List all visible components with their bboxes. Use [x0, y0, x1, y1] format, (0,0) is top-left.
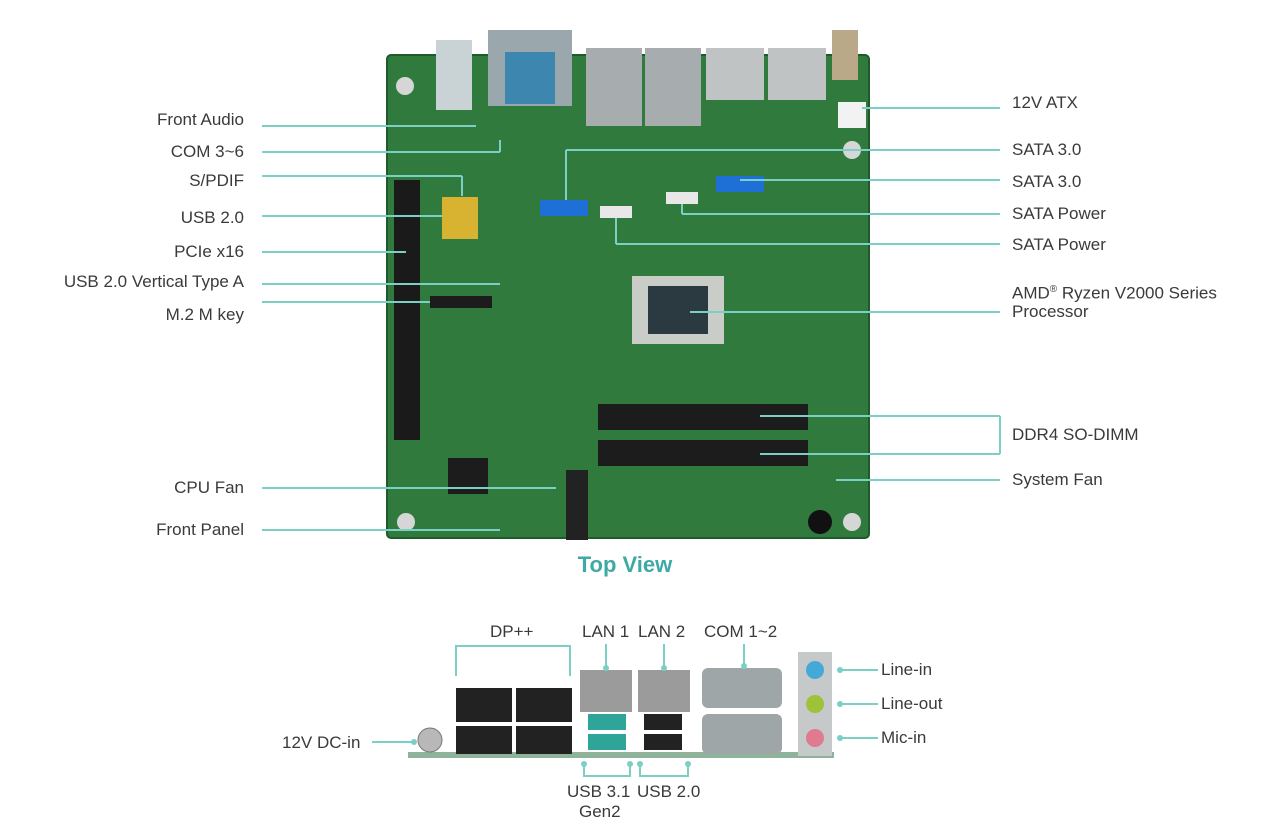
- label-pcie-x16: PCIe x16: [174, 242, 244, 261]
- com-port-1: [702, 668, 782, 708]
- dp-port-2: [456, 726, 512, 754]
- label-front-audio: Front Audio: [157, 110, 244, 129]
- label-lan1: LAN 1: [582, 622, 630, 641]
- pcie-slot: [394, 180, 420, 440]
- lan-port-2: [638, 670, 690, 712]
- label-mic-in: Mic-in: [881, 728, 927, 747]
- io-callout-lines: [372, 644, 878, 777]
- right-callout-lines: [565, 107, 1001, 481]
- label-system-fan: System Fan: [1012, 470, 1103, 489]
- label-com-3-6: COM 3~6: [170, 142, 244, 161]
- lan-port-top-2: [645, 48, 701, 126]
- dp-port-top-1: [706, 48, 764, 100]
- sata-connector-2: [716, 176, 764, 192]
- label-usb31-gen2: Gen2: [579, 802, 621, 821]
- line-in-jack: [806, 661, 824, 679]
- label-line-in: Line-in: [881, 660, 933, 679]
- cpu-die: [648, 286, 708, 334]
- label-spdif: S/PDIF: [189, 171, 244, 190]
- label-sata-3-b: SATA 3.0: [1012, 172, 1082, 191]
- buzzer: [808, 510, 832, 534]
- usb31-port-2: [588, 734, 626, 750]
- label-sata-3-a: SATA 3.0: [1012, 140, 1082, 159]
- mounting-hole: [397, 513, 415, 531]
- usb20-port-2: [644, 734, 682, 750]
- line-out-jack: [806, 695, 824, 713]
- dc-jack-top: [832, 30, 858, 80]
- label-lan2: LAN 2: [638, 622, 686, 641]
- label-dp: DP++: [490, 622, 534, 641]
- processor-name: Ryzen V2000 Series: [1061, 283, 1217, 303]
- label-processor-line2: Processor: [1012, 302, 1089, 321]
- label-ddr4: DDR4 SO-DIMM: [1012, 425, 1139, 444]
- label-12v-atx: 12V ATX: [1012, 93, 1078, 112]
- usb20-port-1: [644, 714, 682, 730]
- dc-jack: [417, 727, 443, 753]
- lan-port-1: [580, 670, 632, 712]
- dp-port-1: [456, 688, 512, 722]
- atx-12v-connector: [838, 102, 866, 128]
- dp-port-3: [516, 688, 572, 722]
- label-cpu-fan: CPU Fan: [174, 478, 244, 497]
- label-usb20: USB 2.0: [637, 782, 701, 801]
- label-m2: M.2 M key: [165, 305, 244, 324]
- label-dc-in: 12V DC-in: [282, 733, 361, 752]
- m2-slot: [430, 296, 492, 308]
- mic-in-jack: [806, 729, 824, 747]
- audio-jack-block: [436, 40, 472, 110]
- processor-brand: AMD: [1012, 283, 1050, 303]
- sata-power-2: [666, 192, 698, 204]
- mounting-hole: [396, 77, 414, 95]
- io-panel-base: [408, 752, 834, 758]
- sata-connector-1: [540, 200, 588, 216]
- processor-reg: ®: [1049, 284, 1058, 295]
- battery-connector: [566, 470, 588, 540]
- label-front-panel: Front Panel: [156, 520, 244, 539]
- label-sata-power-a: SATA Power: [1012, 204, 1106, 223]
- label-usb31: USB 3.1: [567, 782, 631, 801]
- label-sata-power-b: SATA Power: [1012, 235, 1106, 254]
- dp-port-4: [516, 726, 572, 754]
- com-port-top-blue: [505, 52, 555, 104]
- label-line-out: Line-out: [881, 694, 943, 713]
- label-usb-2-0: USB 2.0: [180, 208, 244, 227]
- mounting-hole: [843, 513, 861, 531]
- dp-port-top-2: [768, 48, 826, 100]
- sata-power-1: [600, 206, 632, 218]
- usb31-port-1: [588, 714, 626, 730]
- left-callout-lines: [262, 125, 556, 531]
- lan-port-top-1: [586, 48, 642, 126]
- usb-header: [442, 197, 478, 239]
- view-title: Top View: [577, 552, 673, 577]
- label-usb-vertical: USB 2.0 Vertical Type A: [63, 272, 244, 291]
- com-port-2: [702, 714, 782, 754]
- label-com-1-2: COM 1~2: [704, 622, 778, 641]
- label-processor: AMD® Ryzen V2000 Series: [1012, 280, 1217, 304]
- io-callout-dots: [411, 663, 843, 767]
